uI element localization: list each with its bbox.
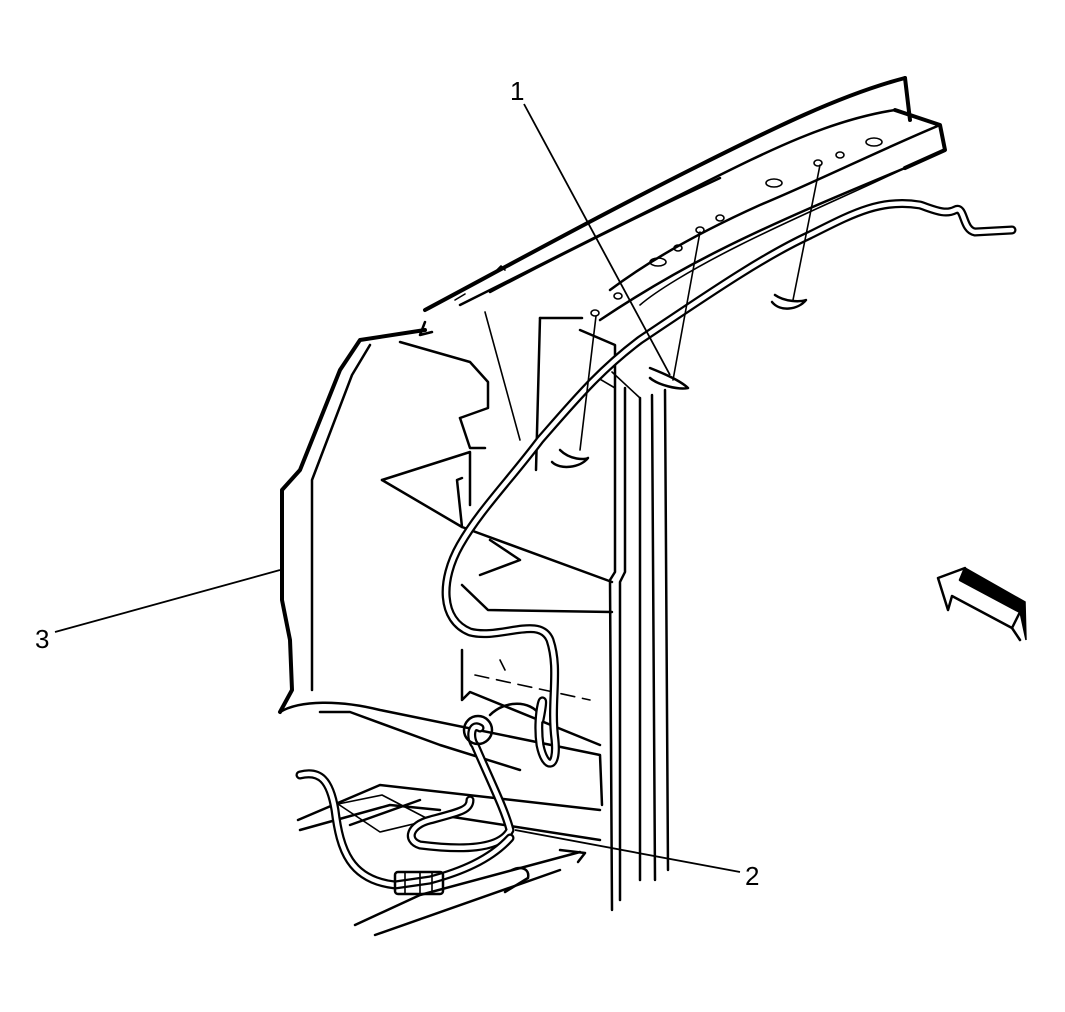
rail-hole	[765, 178, 783, 188]
callout-labels: 1 2 3	[35, 76, 759, 891]
harness-clip	[550, 448, 590, 469]
wiring-harness	[295, 164, 1017, 896]
callout-leaders	[54, 103, 741, 873]
rail-hole	[590, 309, 600, 317]
rail-hole	[813, 159, 823, 167]
rail-hole	[613, 292, 623, 300]
callout-1: 1	[510, 76, 524, 106]
rail-hole	[673, 244, 683, 252]
harness-grommet	[462, 714, 494, 746]
rail-hole	[865, 137, 883, 147]
rail-hole	[835, 151, 845, 159]
callout-2: 2	[745, 861, 759, 891]
roof-rail	[423, 76, 947, 322]
rail-hole	[715, 214, 725, 222]
leader-3	[54, 569, 281, 633]
leader-1	[523, 103, 671, 376]
harness-clip	[648, 366, 690, 390]
harness-connector	[393, 870, 445, 896]
view-direction-arrow-icon	[936, 566, 1027, 642]
harness-clip	[770, 293, 808, 310]
leader-2	[514, 829, 741, 873]
callout-3: 3	[35, 624, 49, 654]
rail-hole	[649, 257, 667, 267]
